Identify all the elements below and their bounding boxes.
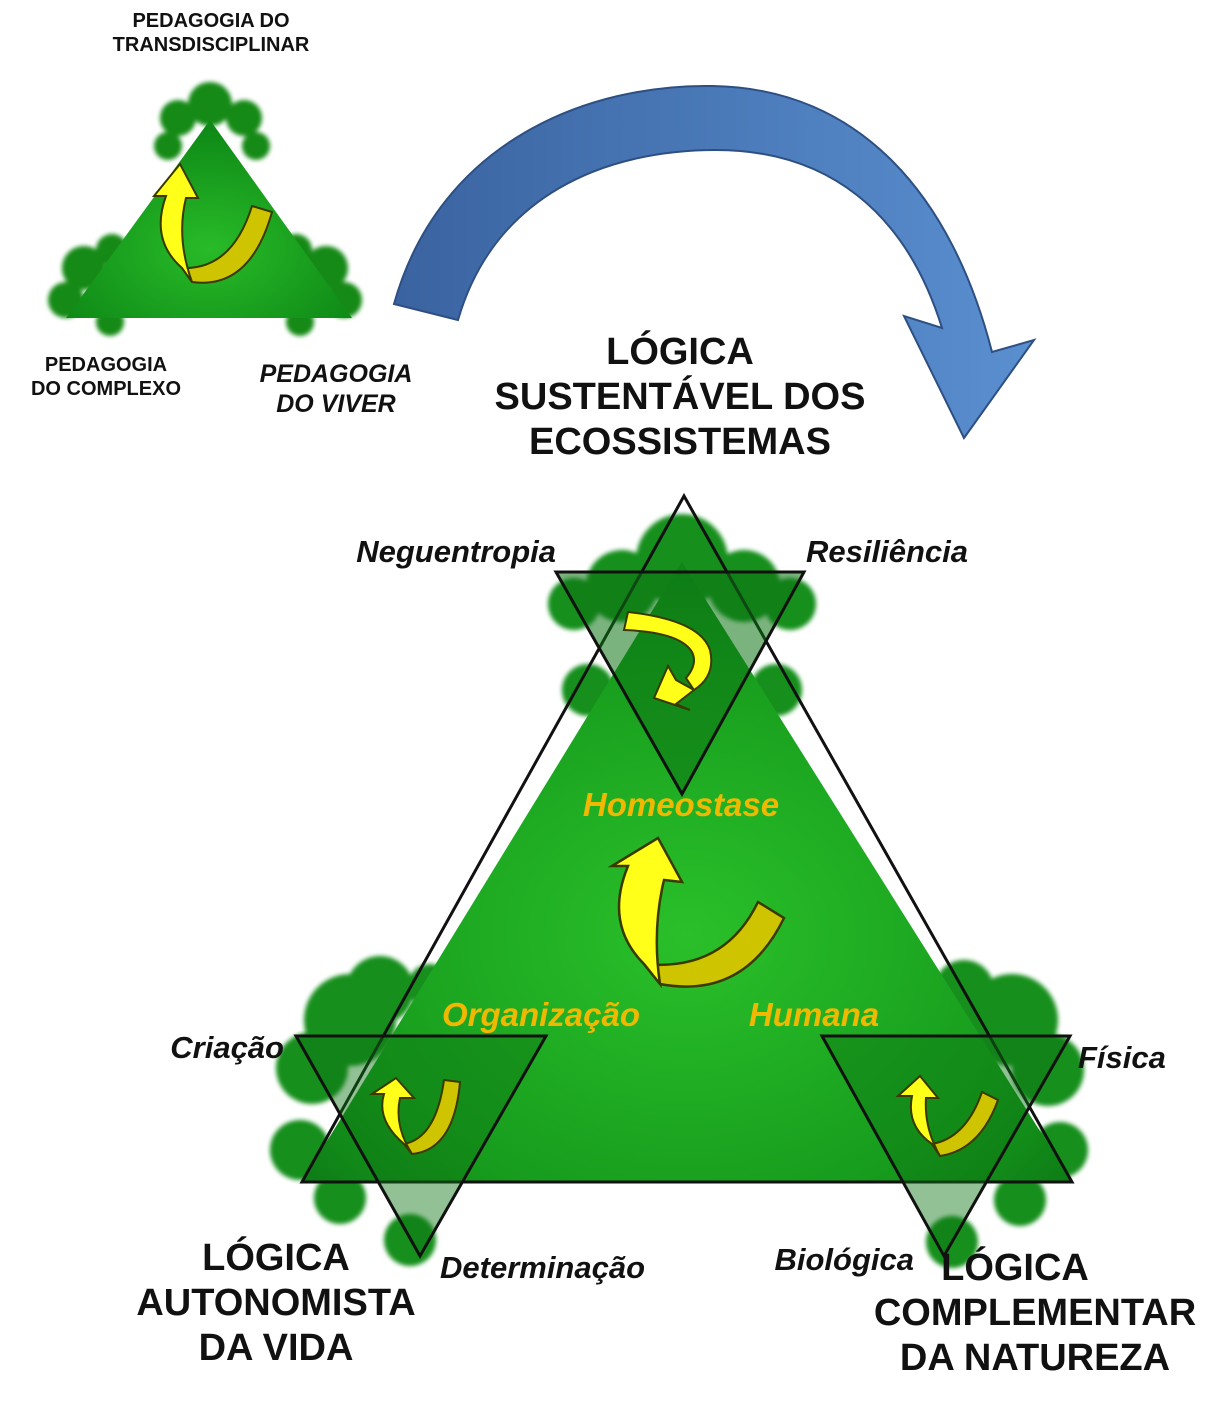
small-left-label: PEDAGOGIA DO COMPLEXO bbox=[16, 354, 196, 401]
small-right-label: PEDAGOGIA DO VIVER bbox=[246, 360, 426, 419]
small-left-label-line2: DO COMPLEXO bbox=[30, 377, 181, 400]
yellow-cycle-arrow-icon bbox=[151, 162, 274, 284]
top-title: LÓGICA SUSTENTÁVEL DOS ECOSSISTEMAS bbox=[480, 330, 880, 464]
small-koch-triangle-icon bbox=[48, 82, 362, 336]
small-top-label-line1: PEDAGOGIA DO bbox=[132, 10, 290, 32]
blue-curved-arrow-icon bbox=[392, 84, 1037, 440]
small-right-label-line1: PEDAGOGIA bbox=[259, 360, 413, 388]
label-resiliencia: Resiliência bbox=[806, 534, 968, 569]
yellow-cycle-arrow-icon bbox=[895, 1074, 1000, 1158]
small-top-label-line2: TRANSDISCIPLINAR bbox=[112, 33, 310, 56]
top-title-line3: ECOSSISTEMAS bbox=[529, 420, 831, 463]
top-title-line1: LÓGICA bbox=[606, 331, 754, 373]
yellow-cycle-arrow-icon bbox=[368, 1076, 462, 1156]
left-title-line1: LÓGICA bbox=[202, 1237, 350, 1279]
right-title: LÓGICA COMPLEMENTAR DA NATUREZA bbox=[860, 1246, 1210, 1380]
right-title-line2: COMPLEMENTAR bbox=[873, 1291, 1197, 1334]
label-homeostase: Homeostase bbox=[582, 786, 780, 823]
label-neguentropia: Neguentropia bbox=[356, 534, 556, 569]
label-organizacao: Organização bbox=[441, 996, 641, 1033]
label-humana: Humana bbox=[748, 996, 880, 1033]
right-title-line3: DA NATUREZA bbox=[899, 1336, 1171, 1379]
left-title-line2: AUTONOMISTA bbox=[136, 1281, 416, 1324]
right-title-line1: LÓGICA bbox=[941, 1247, 1089, 1289]
left-title-line3: DA VIDA bbox=[198, 1326, 354, 1369]
label-biologica: Biológica bbox=[774, 1242, 914, 1277]
small-left-label-line1: PEDAGOGIA bbox=[44, 354, 168, 376]
label-criacao: Criação bbox=[170, 1030, 284, 1065]
left-title: LÓGICA AUTONOMISTA DA VIDA bbox=[106, 1236, 446, 1370]
label-determinacao: Determinação bbox=[440, 1250, 646, 1285]
label-fisica: Física bbox=[1078, 1040, 1166, 1075]
top-title-line2: SUSTENTÁVEL DOS bbox=[494, 375, 866, 418]
main-triangle-outline bbox=[299, 492, 1075, 1184]
small-right-label-line2: DO VIVER bbox=[276, 389, 396, 418]
yellow-cycle-arrow-icon bbox=[622, 610, 713, 711]
small-top-label: PEDAGOGIA DO TRANSDISCIPLINAR bbox=[96, 10, 326, 57]
yellow-cycle-arrow-icon bbox=[607, 836, 786, 989]
